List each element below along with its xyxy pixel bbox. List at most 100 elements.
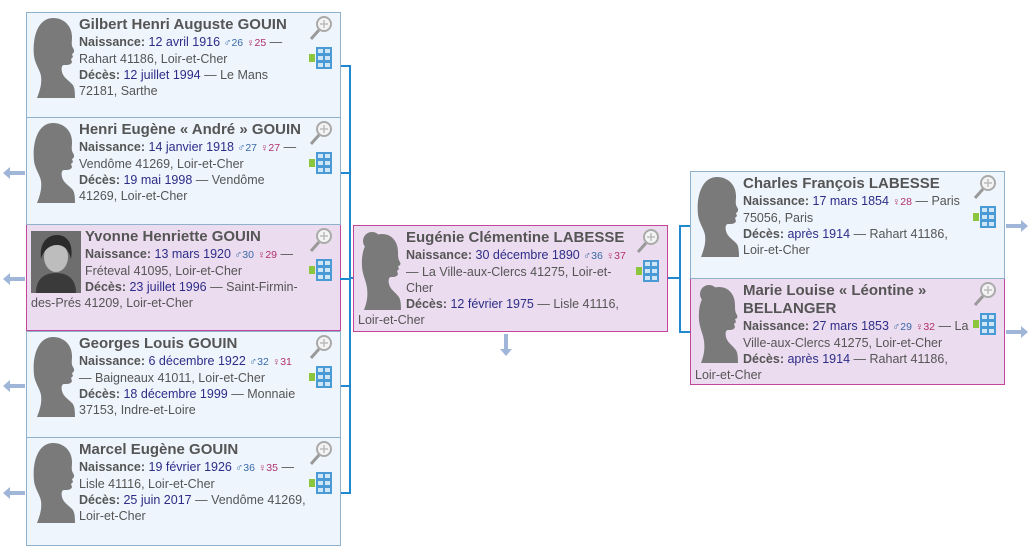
- person-name[interactable]: Gilbert Henri Auguste GOUIN: [79, 16, 287, 33]
- mother-age-value: 29: [265, 249, 278, 261]
- zoom-magnifier-icon[interactable]: [972, 174, 998, 200]
- birth-info: Naissance: 17 mars 1854 ♀28 — Paris 7505…: [695, 193, 1000, 226]
- person-name[interactable]: Henri Eugène « André » GOUIN: [79, 121, 301, 138]
- person-name[interactable]: Charles François LABESSE: [743, 175, 940, 192]
- death-label: Décès:: [743, 227, 784, 241]
- zoom-magnifier-icon[interactable]: [308, 440, 334, 466]
- family-tree-icon[interactable]: [308, 470, 334, 496]
- arrow-right-icon[interactable]: [1006, 325, 1028, 342]
- birth-info: Naissance: 6 décembre 1922 ♂32 ♀31 — Bai…: [31, 353, 336, 386]
- mother-age-value: 25: [254, 37, 267, 49]
- death-label: Décès:: [79, 493, 120, 507]
- birth-date: 12 avril 1916: [148, 35, 221, 49]
- death-place: Le Mans 72181, Sarthe: [79, 68, 269, 98]
- birth-info: Naissance: 13 mars 1920 ♂30 ♀29 — Frétev…: [31, 246, 336, 279]
- male-symbol-icon: ♂: [237, 142, 246, 154]
- male-symbol-icon: ♂: [235, 462, 244, 474]
- male-silhouette-icon: [31, 121, 75, 203]
- zoom-magnifier-icon[interactable]: [308, 15, 334, 41]
- birth-date: 14 janvier 1918: [148, 140, 234, 154]
- death-date: 12 février 1975: [450, 297, 534, 311]
- father-age-value: 26: [231, 37, 244, 49]
- birth-place: Baigneaux 41011, Loir-et-Cher: [94, 371, 265, 385]
- male-symbol-icon: ♂: [249, 356, 258, 368]
- dash: —: [283, 140, 297, 154]
- death-date: 23 juillet 1996: [129, 280, 207, 294]
- death-label: Décès:: [79, 68, 120, 82]
- mother-age-value: 28: [900, 196, 912, 208]
- family-tree-icon[interactable]: [972, 311, 998, 337]
- zoom-magnifier-icon[interactable]: [308, 227, 334, 253]
- birth-info: Naissance: 19 février 1926 ♂36 ♀35 — Lis…: [31, 459, 336, 492]
- male-symbol-icon: ♂: [234, 249, 243, 261]
- dash: —: [195, 493, 208, 507]
- mother-age: ♀35: [258, 462, 278, 474]
- family-tree-icon[interactable]: [635, 258, 661, 284]
- death-info: Décès: 19 mai 1998 — Vendôme 41269, Loir…: [31, 172, 336, 204]
- birth-label: Naissance:: [79, 35, 146, 49]
- arrow-left-icon[interactable]: [3, 272, 25, 289]
- death-label: Décès:: [79, 387, 120, 401]
- zoom-magnifier-icon[interactable]: [972, 281, 998, 307]
- death-info: Décès: après 1914 — Rahart 41186, Loir-e…: [695, 351, 1000, 383]
- birth-label: Naissance:: [79, 354, 146, 368]
- mother-age: ♀25: [247, 37, 267, 49]
- birth-date: 19 février 1926: [148, 460, 232, 474]
- person-name[interactable]: Marcel Eugène GOUIN: [79, 441, 239, 458]
- mother-age-value: 27: [268, 142, 281, 154]
- death-date: 18 décembre 1999: [123, 387, 228, 401]
- zoom-magnifier-icon[interactable]: [308, 120, 334, 146]
- zoom-magnifier-icon[interactable]: [635, 228, 661, 254]
- death-date: 19 mai 1998: [123, 173, 193, 187]
- male-silhouette-icon: [695, 175, 739, 257]
- birth-info: Naissance: 12 avril 1916 ♂26 ♀25 — Rahar…: [31, 34, 336, 67]
- male-symbol-icon: ♂: [223, 37, 232, 49]
- family-tree-icon[interactable]: [972, 204, 998, 230]
- death-place: Saint-Firmin-des-Prés 41209, Loir-et-Che…: [31, 280, 298, 310]
- family-tree-icon[interactable]: [308, 364, 334, 390]
- death-place: Rahart 41186, Loir-et-Cher: [743, 227, 948, 257]
- mother-age: ♀27: [261, 142, 281, 154]
- arrow-left-icon[interactable]: [3, 166, 25, 183]
- arrow-right-icon[interactable]: [1006, 219, 1028, 236]
- dash: —: [853, 227, 867, 241]
- birth-place: Paris 75056, Paris: [743, 194, 960, 225]
- arrow-left-icon[interactable]: [3, 486, 25, 503]
- person-photo: [31, 231, 81, 293]
- family-tree-icon[interactable]: [308, 150, 334, 176]
- family-tree-icon[interactable]: [308, 45, 334, 71]
- connector-line: [680, 331, 690, 333]
- birth-date: 17 mars 1854: [812, 194, 889, 208]
- dash: —: [204, 68, 217, 82]
- death-place: Vendôme 41269, Loir-et-Cher: [79, 493, 306, 523]
- mother-age: ♀31: [272, 356, 292, 368]
- father-age-value: 32: [257, 356, 269, 368]
- person-name[interactable]: Marie Louise « Léontine » BELLANGER: [743, 282, 927, 317]
- female-symbol-icon: ♀: [272, 356, 281, 368]
- father-age: ♂30: [234, 249, 254, 261]
- arrow-down-icon[interactable]: [499, 334, 513, 359]
- person-name[interactable]: Georges Louis GOUIN: [79, 335, 238, 352]
- dash: —: [280, 247, 294, 261]
- person-name[interactable]: Yvonne Henriette GOUIN: [85, 228, 261, 245]
- mother-age: ♀29: [257, 249, 277, 261]
- death-date: 12 juillet 1994: [123, 68, 201, 82]
- connector-line: [340, 492, 350, 494]
- father-age-value: 36: [591, 250, 603, 262]
- family-tree-icon[interactable]: [308, 257, 334, 283]
- arrow-left-icon[interactable]: [3, 379, 25, 396]
- person-name[interactable]: Eugénie Clémentine LABESSE: [406, 229, 625, 246]
- death-info: Décès: après 1914 — Rahart 41186, Loir-e…: [695, 226, 1000, 258]
- connector-line: [680, 225, 690, 227]
- female-silhouette-icon: [358, 229, 402, 311]
- connector-line: [679, 225, 681, 333]
- zoom-magnifier-icon[interactable]: [308, 334, 334, 360]
